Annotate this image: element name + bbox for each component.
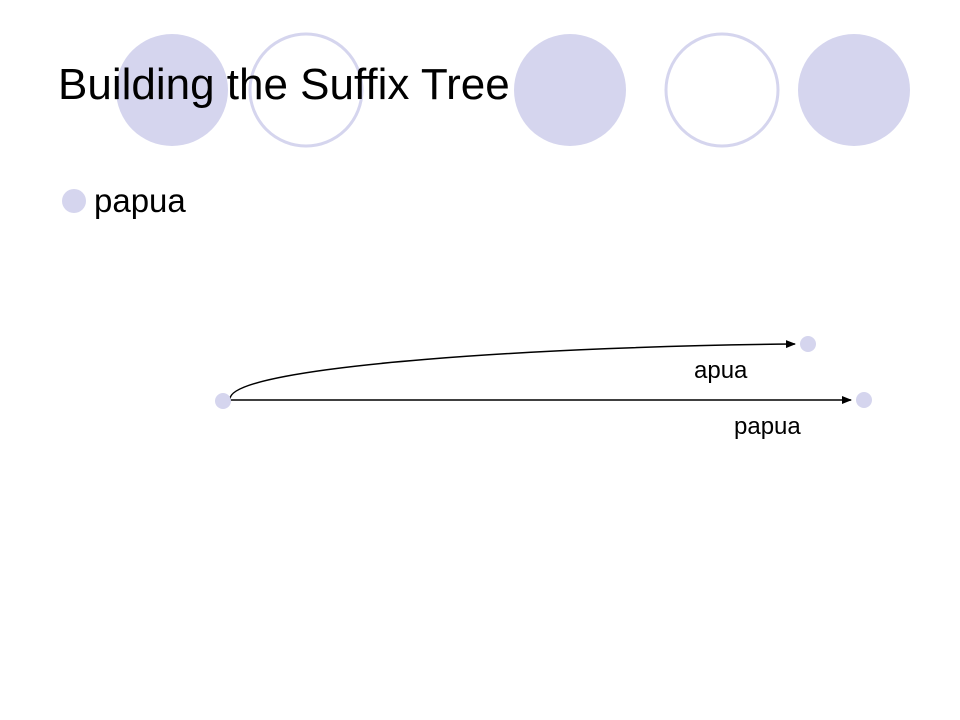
root-node — [215, 393, 231, 409]
edge-label-papua: papua — [734, 413, 801, 440]
bullet-text: papua — [94, 182, 186, 219]
deco-circle-filled-2 — [514, 34, 626, 146]
bullet-dot-icon — [62, 189, 86, 213]
edge-label-apua: apua — [694, 357, 748, 384]
deco-circle-filled-1 — [116, 34, 228, 146]
edge-apua-line — [229, 340, 796, 400]
deco-circle-outline-1 — [248, 32, 364, 148]
leaf-node-apua — [800, 336, 816, 352]
bullet-item: papua — [62, 178, 186, 224]
slide-title: Building the Suffix Tree — [58, 60, 510, 109]
leaf-node-papua — [856, 392, 872, 408]
deco-circle-outline-2 — [664, 32, 780, 148]
deco-circle-filled-3 — [798, 34, 910, 146]
